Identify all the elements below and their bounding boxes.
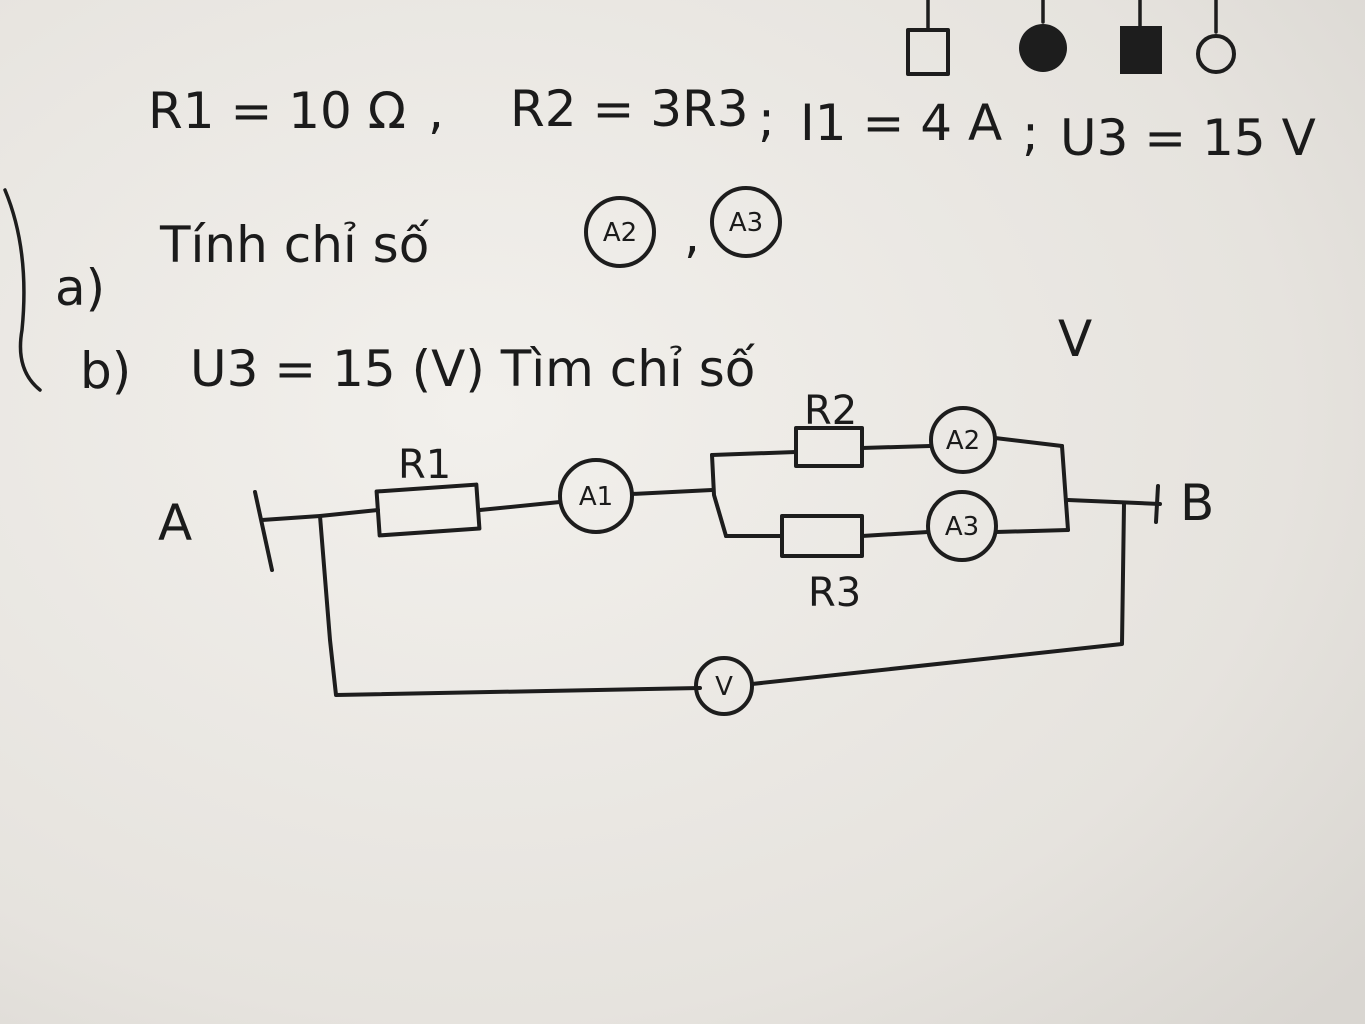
node-a-terminal [253, 490, 274, 572]
ammeter-a3 [926, 490, 998, 562]
given-i1: I1 = 4 A [800, 94, 1002, 152]
wire-a2-junction [993, 436, 1064, 448]
task-a: a) Tính chỉ số A2 , A3 [55, 186, 782, 317]
wire-voltmeter-right [750, 502, 1126, 686]
task-a-meter3-circle [710, 186, 782, 258]
task-b-marker: b) [80, 342, 131, 400]
resistor-r1-label: R1 [398, 442, 451, 488]
resistor-r1 [374, 482, 482, 538]
margin-stroke [3, 188, 42, 392]
given-separator-1: ; [758, 90, 775, 148]
junction-left [710, 453, 728, 538]
circle-open-icon [1196, 34, 1236, 74]
wire-junction-r2 [710, 450, 798, 457]
task-a-comma: , [684, 206, 700, 264]
square-open-icon [906, 28, 950, 76]
wire-junction-b [1066, 498, 1162, 506]
resistor-r3-label: R3 [808, 570, 861, 616]
task-a-text: Tính chỉ số [159, 216, 430, 274]
given-r1: R1 = 10 Ω [148, 82, 406, 140]
circuit-diagram: A R1 A1 R2 A2 R3 A3 B [158, 388, 1214, 716]
task-a-meter2-circle [584, 196, 656, 268]
given-values: R1 = 10 Ω , R2 = 3R3 ; I1 = 4 A ; U3 = 1… [148, 80, 1316, 167]
task-a-meter2-label: A2 [603, 218, 637, 248]
junction-right [1060, 444, 1070, 532]
ammeter-a3-label: A3 [945, 512, 979, 542]
given-u3: U3 = 15 V [1060, 109, 1316, 167]
ammeter-a1-label: A1 [579, 482, 613, 512]
ammeter-a2-label: A2 [946, 426, 980, 456]
circle-filled-icon [1019, 24, 1067, 72]
node-b-label: B [1180, 474, 1214, 532]
wire-voltmeter-left [318, 514, 702, 697]
given-r2: R2 = 3R3 [510, 80, 749, 138]
wire-r2-a2 [860, 444, 932, 450]
node-a-label: A [158, 494, 192, 552]
task-a-meter3-label: A3 [729, 208, 763, 238]
pedigree-symbols [906, 0, 1236, 76]
task-b-meter: V [1058, 310, 1092, 368]
wire-r1-a1 [478, 500, 562, 512]
given-separator-2: ; [1022, 104, 1039, 162]
task-b-text: U3 = 15 (V) Tìm chỉ số [190, 340, 756, 398]
node-b-terminal [1154, 484, 1160, 524]
task-a-marker: a) [55, 259, 105, 317]
ammeter-a1 [558, 458, 634, 534]
wire-a3-junction [994, 528, 1070, 534]
wire-a1-junction [630, 488, 714, 496]
task-b: b) U3 = 15 (V) Tìm chỉ số V [80, 310, 1092, 400]
resistor-r2-label: R2 [804, 388, 857, 434]
voltmeter-label: V [715, 672, 733, 702]
wire-r3-a3 [860, 530, 930, 538]
given-comma: , [428, 82, 444, 140]
square-filled-icon [1120, 26, 1162, 74]
